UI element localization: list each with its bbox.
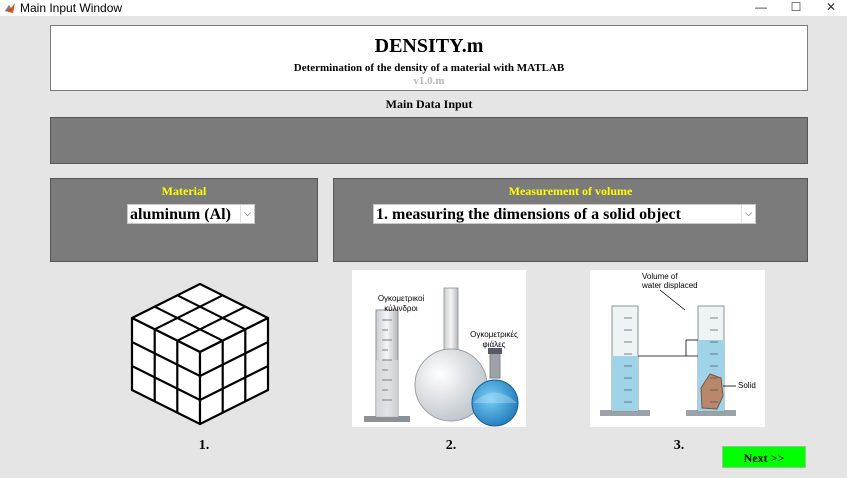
main-data-panel [50,117,808,164]
main-content: DENSITY.m Determination of the density o… [0,16,847,478]
volume-label: Measurement of volume [508,184,633,198]
figure-3-label: 3. [673,438,685,453]
chevron-down-icon: ⌵ [741,205,755,223]
chevron-down-icon: ⌵ [240,205,254,223]
maximize-button[interactable]: ☐ [790,0,802,14]
displacement-illustration [600,289,736,416]
next-button[interactable]: Next >> [722,446,806,468]
app-subtitle: Determination of the density of a materi… [293,62,565,74]
solid-caption: Solid [738,381,756,390]
cylinders-caption: Ογκομετρικοί κύλινδροι [377,294,425,313]
glassware-illustration [364,287,519,427]
window-title: Main Input Window [20,1,123,15]
material-selected: aluminum (Al) [130,206,231,223]
app-version: v1.0.m [413,75,445,87]
close-button[interactable]: ✕ [825,0,837,14]
material-label: Material [161,184,207,198]
figure-2-label: 2. [445,438,457,453]
material-dropdown[interactable]: aluminum (Al) ⌵ [127,204,255,224]
section-label: Main Data Input [385,97,473,111]
figure-2-glassware: Ογκομετρικοί κύλινδροι Ογκομετρικές φιάλ… [352,270,526,427]
minimize-button[interactable]: — [755,0,767,14]
cube-illustration [130,282,270,426]
volume-method-dropdown[interactable]: 1. measuring the dimensions of a solid o… [373,204,756,224]
figure-1-label: 1. [198,438,210,453]
volume-group: Measurement of volume 1. measuring the d… [333,178,808,262]
volume-displaced-caption: Volume of water displaced [642,272,698,290]
header-panel: DENSITY.m Determination of the density o… [50,25,808,91]
title-bar: Main Input Window — ☐ ✕ [0,0,847,16]
figure-3-displacement: Volume of water displaced Solid [590,270,765,427]
material-group: Material aluminum (Al) ⌵ [50,178,318,262]
app-title: DENSITY.m [374,35,484,57]
matlab-icon [5,3,15,13]
flasks-caption: Ογκομετρικές φιάλες [470,330,518,349]
volume-selected: 1. measuring the dimensions of a solid o… [376,206,681,223]
